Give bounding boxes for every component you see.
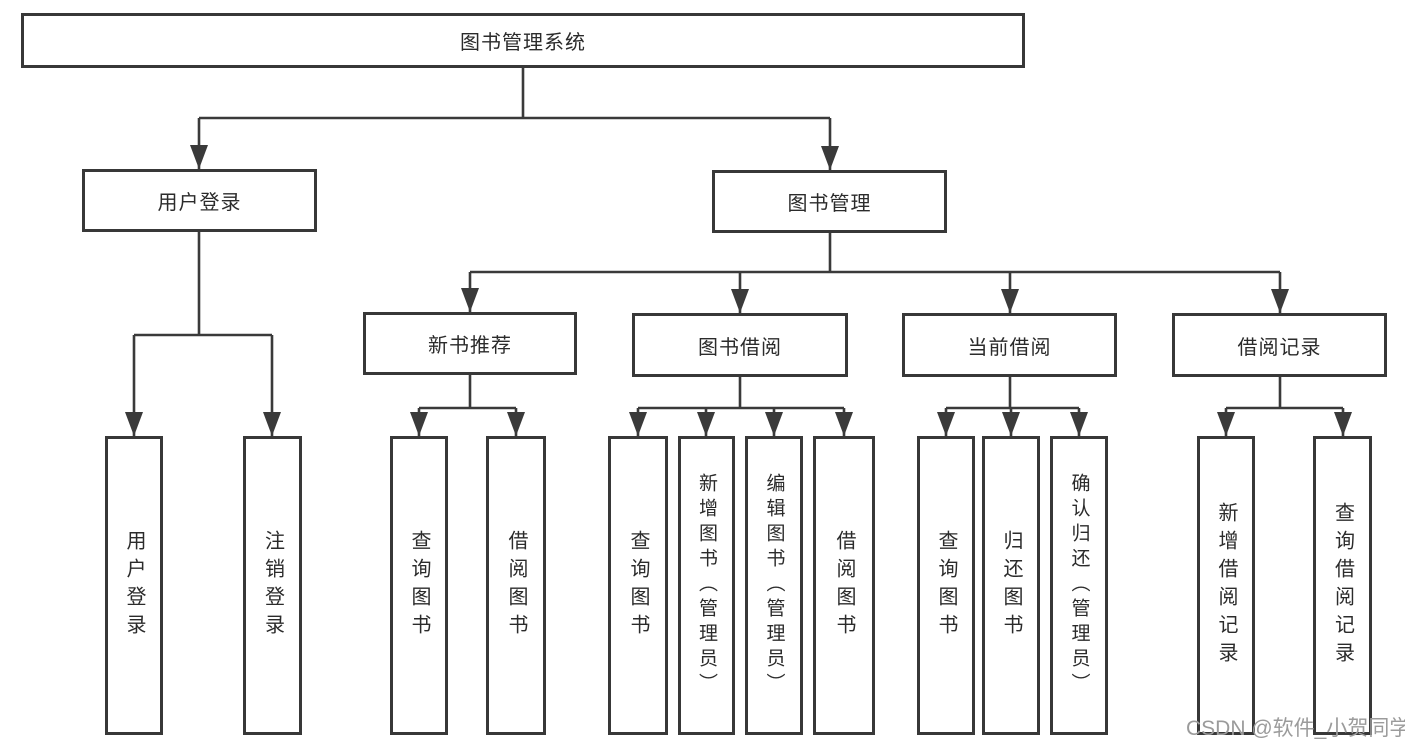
leaf-edit-books-admin: 编辑图书（管理员） <box>745 436 803 735</box>
node-label: 编辑图书（管理员） <box>763 473 785 698</box>
node-label: 用户登录 <box>123 529 145 642</box>
leaf-borrow-books-recommend: 借阅图书 <box>486 436 546 735</box>
leaf-logout: 注销登录 <box>243 436 302 735</box>
leaf-query-borrow-record: 查询借阅记录 <box>1313 436 1372 735</box>
node-label: 查询图书 <box>627 529 649 642</box>
leaf-return-books: 归还图书 <box>982 436 1040 735</box>
leaf-add-borrow-record: 新增借阅记录 <box>1197 436 1255 735</box>
node-label: 查询图书 <box>408 529 430 642</box>
node-label: 借阅图书 <box>505 529 527 642</box>
leaf-query-books-borrowing: 查询图书 <box>608 436 668 735</box>
node-label: 注销登录 <box>261 529 284 642</box>
node-book-management: 图书管理 <box>712 170 947 233</box>
node-library-system: 图书管理系统 <box>21 13 1025 68</box>
leaf-query-books-recommend: 查询图书 <box>390 436 448 735</box>
node-label: 用户登录 <box>157 192 242 214</box>
leaf-add-books-admin: 新增图书（管理员） <box>678 436 735 735</box>
node-label: 确认归还（管理员） <box>1068 473 1090 698</box>
node-label: 借阅图书 <box>833 529 855 642</box>
leaf-query-books-current: 查询图书 <box>917 436 975 735</box>
node-borrow-records: 借阅记录 <box>1172 313 1387 377</box>
leaf-confirm-return-admin: 确认归还（管理员） <box>1050 436 1108 735</box>
node-label: 图书管理系统 <box>460 32 586 54</box>
node-label: 查询借阅记录 <box>1331 501 1354 670</box>
node-book-borrowing: 图书借阅 <box>632 313 848 377</box>
node-user-login: 用户登录 <box>82 169 317 232</box>
node-current-borrowing: 当前借阅 <box>902 313 1117 377</box>
node-new-book-recommend: 新书推荐 <box>363 312 577 375</box>
leaf-borrow-books-borrowing: 借阅图书 <box>813 436 875 735</box>
leaf-user-login: 用户登录 <box>105 436 163 735</box>
node-label: 查询图书 <box>935 529 957 642</box>
node-label: 图书借阅 <box>698 336 782 359</box>
node-label: 当前借阅 <box>967 336 1052 359</box>
node-label: 新书推荐 <box>428 335 512 357</box>
node-label: 图书管理 <box>787 193 872 215</box>
node-label: 归还图书 <box>1000 529 1022 642</box>
node-label: 新增图书（管理员） <box>696 473 717 698</box>
node-label: 新增借阅记录 <box>1215 501 1237 670</box>
node-label: 借阅记录 <box>1237 336 1322 359</box>
